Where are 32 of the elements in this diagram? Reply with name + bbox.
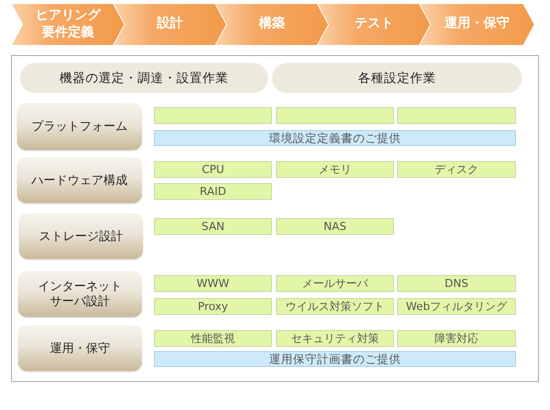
- process-step: テスト: [318, 4, 430, 45]
- item-cell: メモリ: [276, 161, 394, 178]
- section-header-pill: 各種設定作業: [272, 63, 522, 93]
- blank-cell: [397, 107, 516, 124]
- blank-cell: [276, 107, 394, 124]
- item-cell: CPU: [154, 161, 272, 178]
- category-label: ハードウェア構成: [17, 157, 142, 203]
- deliverable-bar: 運用保守計画書のご提供: [154, 351, 516, 367]
- item-cell: Webフィルタリング: [397, 298, 516, 315]
- category-label: ストレージ設計: [19, 213, 143, 259]
- item-cell: 障害対応: [397, 330, 516, 347]
- item-cell: Proxy: [154, 298, 272, 315]
- item-cell: RAID: [154, 183, 272, 200]
- item-cell: WWW: [154, 275, 272, 292]
- item-cell: 性能監視: [154, 330, 272, 347]
- item-cell: メールサーバ: [276, 275, 394, 292]
- item-cell: ディスク: [397, 161, 516, 178]
- blank-cell: [154, 107, 272, 124]
- process-step: 運用・保守: [420, 4, 534, 45]
- item-cell: NAS: [276, 218, 394, 235]
- category-label: インターネットサーバ設計: [18, 271, 142, 317]
- item-cell: セキュリティ対策: [276, 330, 394, 347]
- category-label: プラットフォーム: [17, 103, 142, 150]
- item-cell: SAN: [154, 218, 272, 235]
- item-cell: DNS: [397, 275, 516, 292]
- deliverable-bar: 環境設定定義書のご提供: [154, 130, 516, 146]
- process-step: 設計: [114, 4, 226, 45]
- item-cell: ウイルス対策ソフト: [276, 298, 394, 315]
- category-label: 運用・保守: [18, 325, 142, 371]
- process-step: 構築: [216, 4, 328, 45]
- process-step: ヒアリング要件定義: [12, 4, 124, 45]
- section-header-pill: 機器の選定・調達・設置作業: [20, 63, 268, 93]
